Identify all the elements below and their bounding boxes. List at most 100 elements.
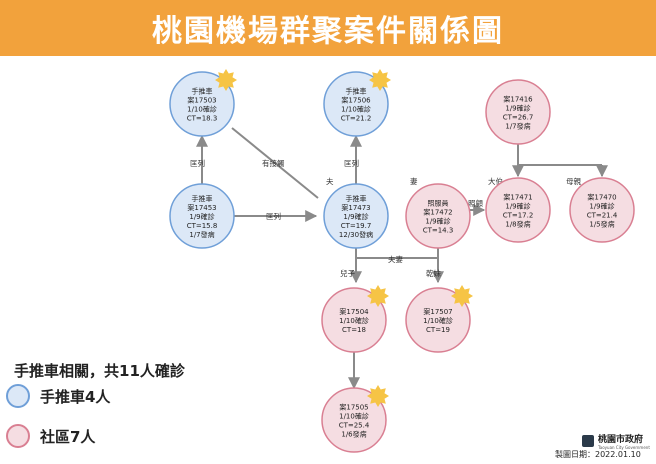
case-node-text: CT=26.7 [503,114,534,122]
title-banner: 桃園機場群聚案件關係圖 [0,0,656,56]
case-node-text: 案17473 [341,203,370,212]
case-node-text: 1/9確診 [189,212,214,221]
legend-cart-label: 手推車4人 [40,387,111,406]
new-case-star-icon [215,69,237,91]
case-node-text: CT=18.3 [187,115,218,123]
edge-label-sister: 乾妹 [426,268,441,278]
legend-community-label: 社區7人 [40,427,96,446]
case-node-text: CT=14.3 [423,227,454,235]
new-case-star-icon [451,285,473,307]
case-node-circle [169,183,235,249]
case-node-text: 案17471 [503,193,532,202]
case-node-text: 1/9確診 [589,202,614,211]
case-node-circle [485,177,551,243]
case-node-text: 1/8發病 [505,220,530,229]
edge-label-mother: 母親 [566,176,581,186]
case-node-circle [169,71,235,137]
case-node-text: 案17503 [187,96,216,105]
case-node-circle [405,287,471,353]
edge-label-wife: 妻 [410,176,418,186]
case-node-text: 1/10確診 [341,105,371,114]
case-node-text: 1/9確診 [425,217,450,226]
case-node-text: 12/30發病 [339,230,373,239]
case-node-text: CT=25.4 [339,422,370,430]
legend-cart: 手推車4人 [6,384,110,408]
case-node-circle [323,71,389,137]
case-node-text: 1/9確診 [343,212,368,221]
org-name-en: Taoyuan City Government [598,445,650,450]
case-node-text: 1/6發病 [341,430,366,439]
case-node-text: 1/9確診 [505,104,530,113]
case-node-text: 1/10確診 [339,412,369,421]
case-node-text: 1/10確診 [423,316,453,325]
case-node-text: CT=19.7 [341,222,372,230]
case-node-text: 1/10確診 [187,105,217,114]
case-node-text: CT=19 [426,326,450,334]
new-case-star-icon [367,385,389,407]
case-node-text: CT=18 [342,326,366,334]
edge-label-husband: 夫 [326,176,334,186]
case-node-circle [405,183,471,249]
case-node-text: CT=17.2 [503,212,534,220]
case-node-text: 1/7發病 [505,122,530,131]
edge-label-17453-17473: 匡列 [266,211,281,221]
case-node-circle [569,177,635,243]
chart-date: 製圖日期：2022.01.10 [555,450,641,459]
legend-community-swatch [6,424,30,448]
city-seal-icon [582,435,594,447]
case-node-text: 案17504 [339,307,369,316]
case-node-text: 案17506 [341,96,371,105]
case-node-circle [485,79,551,145]
edge-label-contact: 有接觸 [262,158,285,168]
node-layer: 手推車案175031/10確診CT=18.3手推車案175061/10確診CT=… [169,69,635,453]
edge-label-son: 兒子 [340,268,355,278]
case-node-text: 手推車 [192,87,213,96]
case-node-text: 1/9確診 [505,202,530,211]
city-logo: 桃園市政府 Taoyuan City Government [582,432,650,450]
new-case-star-icon [367,285,389,307]
edge-17503-17473-contact [231,127,319,199]
case-node-text: 案17470 [587,193,616,202]
case-node-text: 案17472 [423,208,452,217]
case-node-text: 1/7發病 [189,230,214,239]
legend-cart-swatch [6,384,30,408]
legend-community: 社區7人 [6,424,95,448]
edge-label-17473-17506: 匡列 [344,158,359,168]
case-node-circle [321,387,387,453]
edge-label-couple: 夫妻 [388,254,403,264]
case-node-circle [321,287,387,353]
edge-label-17453-17503: 匡列 [190,158,205,168]
edge-label-care: 照顧 [468,198,483,208]
org-name: 桃園市政府 [598,435,644,445]
case-node-text: CT=21.2 [341,115,372,123]
case-node-circle [323,183,389,249]
new-case-star-icon [369,69,391,91]
case-node-text: 1/5發病 [589,220,614,229]
legend-summary: 手推車相關，共11人確診 [14,362,185,380]
case-node-text: 案17416 [503,95,533,104]
case-node-text: 手推車 [346,87,367,96]
edge-label-uncle: 大伯 [488,176,503,186]
page-title: 桃園機場群聚案件關係圖 [152,14,504,49]
case-node-text: 案17453 [187,203,216,212]
case-node-text: 手推車 [192,194,213,203]
case-node-text: 案17505 [339,403,368,412]
case-node-text: 1/10確診 [339,316,369,325]
case-node-text: CT=21.4 [587,212,618,220]
case-node-text: CT=15.8 [187,222,218,230]
case-node-text: 手推車 [346,194,367,203]
case-node-text: 照服員 [428,200,449,208]
case-node-text: 案17507 [423,307,452,316]
